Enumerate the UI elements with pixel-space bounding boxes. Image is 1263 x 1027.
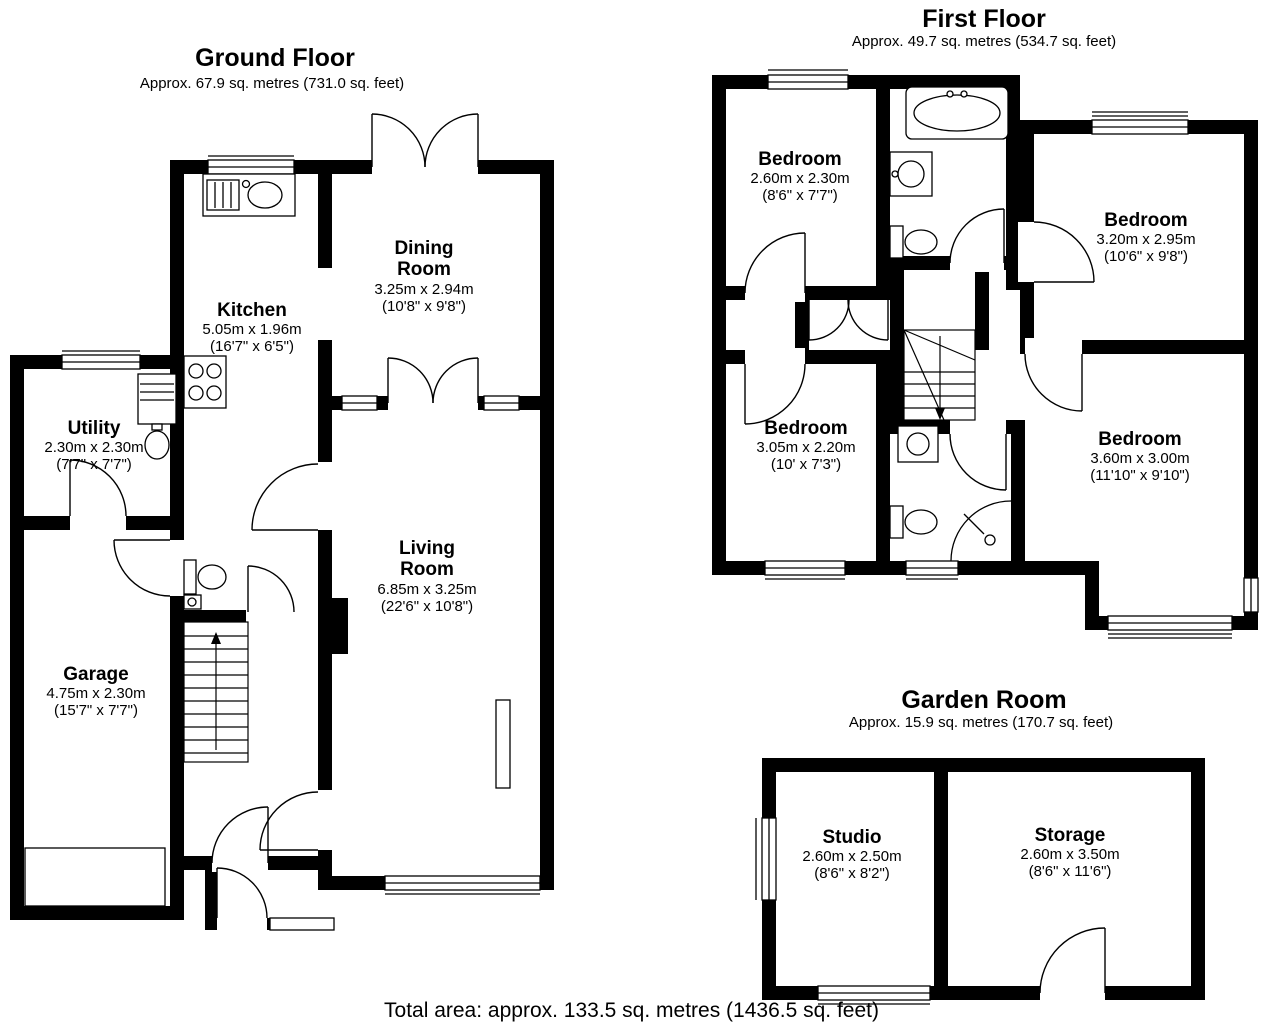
- door-arc: [69, 459, 127, 517]
- room-dims-metric: 2.60m x 2.50m: [802, 848, 902, 866]
- room-name: Bedroom: [1104, 210, 1188, 231]
- room-dims-imperial: (8'6" x 8'2"): [814, 865, 890, 883]
- room-name: Bedroom: [758, 149, 842, 170]
- room-label-studio: Studio 2.60m x 2.50m (8'6" x 8'2"): [802, 827, 901, 882]
- room-dims-imperial: (11'10" x 9'10"): [1090, 467, 1190, 485]
- toilet-fixture: [889, 225, 938, 259]
- porch-step: [269, 917, 335, 931]
- toilet-fixture: [183, 559, 227, 595]
- cupboard-door-arcs: [808, 299, 889, 341]
- room-name: Bedroom: [1098, 429, 1182, 450]
- room-label-bedroom-bottom-right: Bedroom 3.60m x 3.00m (11'10" x 9'10"): [1090, 429, 1190, 484]
- french-door-arcs: [387, 357, 479, 404]
- room-name: Studio: [822, 827, 882, 848]
- staircase: [903, 329, 976, 421]
- room-name: Garage: [63, 664, 129, 685]
- door-arc: [251, 463, 319, 531]
- door-arc: [113, 539, 171, 597]
- ground-floor-doors: [69, 113, 479, 919]
- room-dims-imperial: (8'6" x 11'6"): [1028, 863, 1112, 881]
- room-label-bedroom-top-left: Bedroom 2.60m x 2.30m (8'6" x 7'7"): [750, 149, 849, 204]
- room-dims-metric: 5.05m x 1.96m: [202, 321, 302, 339]
- room-dims-imperial: (8'6" x 7'7"): [762, 187, 838, 205]
- room-dims-metric: 6.85m x 3.25m: [377, 580, 477, 598]
- room-dims-metric: 3.60m x 3.00m: [1090, 450, 1190, 468]
- door-arc: [259, 791, 319, 851]
- shower-fixture: [950, 500, 1012, 562]
- door-arc: [949, 433, 1007, 491]
- washbasin-fixture: [897, 425, 939, 463]
- washbasin-fixture: [889, 151, 933, 197]
- toilet-fixture: [889, 505, 938, 539]
- total-area-text: Total area: approx. 133.5 sq. metres (14…: [384, 999, 879, 1022]
- first-floor-door-openings: [745, 222, 1082, 436]
- radiator: [495, 699, 511, 789]
- door-arc: [744, 363, 806, 425]
- first-floor-plan: [712, 69, 1259, 639]
- room-name: Storage: [1034, 825, 1106, 846]
- room-label-living-room: Living Room 6.85m x 3.25m (22'6" x 10'8"…: [377, 538, 476, 615]
- garden-room-subtitle: Approx. 15.9 sq. metres (170.7 sq. feet): [848, 714, 1114, 731]
- room-name: Kitchen: [217, 300, 287, 321]
- room-dims-imperial: (10'6" x 9'8"): [1104, 248, 1188, 266]
- door-arc: [1039, 927, 1106, 994]
- room-label-storage: Storage 2.60m x 3.50m (8'6" x 11'6"): [1020, 825, 1119, 880]
- room-label-bedroom-bottom-left: Bedroom 3.05m x 2.20m (10' x 7'3"): [756, 418, 855, 473]
- room-dims-imperial: (15'7" x 7'7"): [54, 702, 138, 720]
- door-arc: [1024, 353, 1083, 412]
- room-label-dining-room: Dining Room 3.25m x 2.94m (10'8" x 9'8"): [374, 238, 473, 315]
- hand-basin-fixture: [183, 594, 202, 610]
- porch-door-arc: [216, 867, 268, 919]
- stove-fixture: [183, 355, 227, 409]
- garden-room-door-openings: [1040, 984, 1105, 1002]
- kitchen-sink-fixture: [202, 173, 296, 217]
- utility-sink-fixture: [137, 373, 177, 460]
- room-name: Living Room: [399, 538, 455, 581]
- room-name: Bedroom: [764, 418, 848, 439]
- room-dims-metric: 2.60m x 3.50m: [1020, 846, 1120, 864]
- garden-room-title: Garden Room: [901, 686, 1067, 714]
- ground-floor-fixtures: [137, 173, 511, 789]
- wc-door-arc: [247, 565, 295, 613]
- first-floor-fixtures: [889, 86, 1012, 562]
- room-label-utility: Utility 2.30m x 2.30m (7'7" x 7'7"): [44, 418, 143, 473]
- door-arc: [949, 208, 1005, 264]
- room-dims-imperial: (7'7" x 7'7"): [56, 456, 132, 474]
- first-floor-windows: [764, 69, 1259, 639]
- patio-door-arcs: [371, 113, 479, 168]
- garden-room-doors: [1039, 927, 1106, 994]
- bathtub-fixture: [905, 86, 1009, 140]
- room-dims-metric: 2.30m x 2.30m: [44, 439, 144, 457]
- room-name: Dining Room: [394, 238, 454, 281]
- garden-room-windows: [755, 817, 931, 1005]
- garage-door: [24, 847, 166, 907]
- room-label-garage: Garage 4.75m x 2.30m (15'7" x 7'7"): [46, 664, 145, 719]
- first-floor-subtitle: Approx. 49.7 sq. metres (534.7 sq. feet): [851, 33, 1117, 50]
- room-dims-metric: 4.75m x 2.30m: [46, 685, 146, 703]
- room-dims-imperial: (22'6" x 10'8"): [380, 597, 474, 615]
- front-door-arc: [211, 806, 269, 864]
- room-dims-imperial: (16'7" x 6'5"): [210, 338, 294, 356]
- room-label-bedroom-top-right: Bedroom 3.20m x 2.95m (10'6" x 9'8"): [1096, 210, 1195, 265]
- ground-floor-title: Ground Floor: [195, 44, 355, 72]
- ground-floor-plan: [10, 113, 554, 932]
- room-dims-metric: 3.20m x 2.95m: [1096, 231, 1196, 249]
- first-floor-title: First Floor: [922, 5, 1046, 33]
- room-dims-metric: 3.05m x 2.20m: [756, 439, 856, 457]
- door-arc: [744, 232, 806, 294]
- door-arc: [1033, 221, 1095, 283]
- ground-floor-door-openings: [70, 158, 478, 932]
- room-dims-metric: 2.60m x 2.30m: [750, 170, 850, 188]
- room-dims-imperial: (10' x 7'3"): [770, 456, 842, 474]
- room-name: Utility: [67, 418, 121, 439]
- room-dims-imperial: (10'8" x 9'8"): [382, 297, 466, 315]
- ground-floor-windows: [24, 155, 541, 931]
- room-label-kitchen: Kitchen 5.05m x 1.96m (16'7" x 6'5"): [202, 300, 301, 355]
- first-floor-doors: [744, 208, 1095, 491]
- room-dims-metric: 3.25m x 2.94m: [374, 280, 474, 298]
- garden-room-plan: [755, 758, 1205, 1005]
- ground-floor-subtitle: Approx. 67.9 sq. metres (731.0 sq. feet): [139, 75, 405, 92]
- staircase: [183, 621, 249, 763]
